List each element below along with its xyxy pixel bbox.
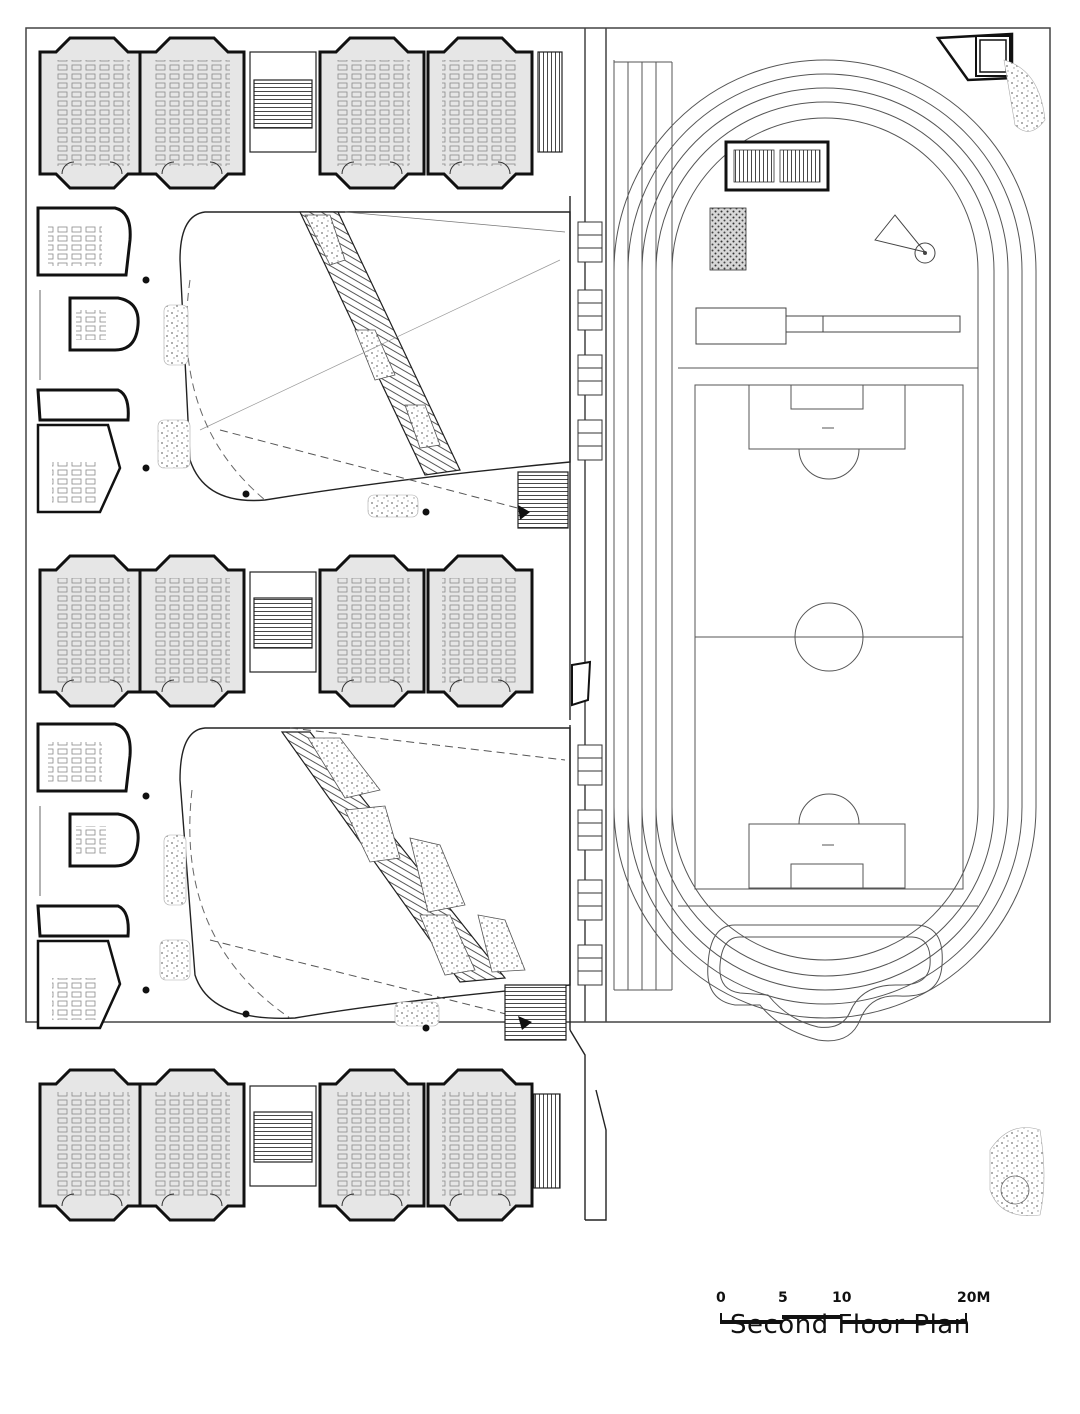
classroom-desks <box>442 60 518 166</box>
classroom-door <box>161 679 175 693</box>
classroom-door <box>449 679 463 693</box>
washroom-fixtures <box>76 826 106 856</box>
classroom-door <box>341 1193 355 1207</box>
running-track <box>613 59 1037 1019</box>
classroom <box>138 554 246 708</box>
classroom <box>38 36 146 190</box>
classroom-door <box>389 679 403 693</box>
classroom <box>318 554 426 708</box>
classroom <box>138 1068 246 1222</box>
washroom-fixtures <box>76 310 106 340</box>
toilet-stalls <box>48 226 102 266</box>
bleacher-step <box>577 289 603 331</box>
classroom <box>318 36 426 190</box>
classroom <box>38 1068 146 1222</box>
end-stairs <box>533 51 563 1189</box>
classroom-door <box>209 161 223 175</box>
classroom-door <box>341 679 355 693</box>
classroom-desks <box>154 1092 230 1198</box>
bleacher-step <box>577 879 603 921</box>
field-facilities <box>571 32 1046 1216</box>
classroom <box>426 554 534 708</box>
classroom <box>426 1068 534 1222</box>
classroom-desks <box>54 60 130 166</box>
scale-label-20m: 20M <box>957 1290 991 1306</box>
classroom-desks <box>334 1092 410 1198</box>
column <box>242 1010 250 1018</box>
bleacher-step <box>577 944 603 986</box>
classroom-door <box>161 1193 175 1207</box>
column <box>142 986 150 994</box>
classroom-door <box>209 679 223 693</box>
toilet-stalls <box>48 742 102 782</box>
classroom-blocks <box>38 36 534 1222</box>
classroom-door <box>109 679 123 693</box>
classroom-door <box>109 1193 123 1207</box>
bleacher-step <box>577 419 603 461</box>
bleacher-step <box>577 221 603 263</box>
office-desks <box>52 462 96 504</box>
scale-label-5: 5 <box>778 1290 788 1306</box>
classroom-door <box>389 1193 403 1207</box>
classroom-door <box>61 1193 75 1207</box>
classroom-door <box>161 161 175 175</box>
courtyard-east-edges <box>569 196 607 1221</box>
service-room-wall <box>36 388 130 422</box>
column <box>142 792 150 800</box>
classroom-door <box>449 161 463 175</box>
classroom-door <box>109 161 123 175</box>
office-desks <box>52 978 96 1020</box>
column <box>422 508 430 516</box>
classroom-door <box>341 161 355 175</box>
classroom-door <box>449 1193 463 1207</box>
classroom-door <box>209 1193 223 1207</box>
classroom-desks <box>334 578 410 684</box>
classroom-door <box>61 161 75 175</box>
classroom-door <box>497 1193 511 1207</box>
courtyard-lower <box>159 727 571 1041</box>
service-blocks <box>36 206 140 1030</box>
classroom <box>38 554 146 708</box>
scale-bar <box>720 1313 967 1324</box>
classroom-desks <box>54 1092 130 1198</box>
bleacher-step <box>577 744 603 786</box>
toilet-block <box>36 206 140 514</box>
column <box>422 1024 430 1032</box>
classroom <box>138 36 246 190</box>
bleacher-step <box>577 809 603 851</box>
classroom-desks <box>334 60 410 166</box>
stair-cores <box>249 51 317 1187</box>
classroom-desks <box>54 578 130 684</box>
classroom-door <box>61 679 75 693</box>
service-room-wall <box>36 904 130 938</box>
classroom-door <box>497 161 511 175</box>
classroom <box>318 1068 426 1222</box>
classroom-desks <box>442 1092 518 1198</box>
classroom-desks <box>154 60 230 166</box>
toilet-block <box>36 722 140 1030</box>
football-pitch <box>678 367 978 907</box>
classroom-desks <box>442 578 518 684</box>
bleachers <box>577 221 603 986</box>
column <box>142 464 150 472</box>
scale-label-0: 0 <box>716 1290 726 1306</box>
drawing-caption: Second Floor Plan <box>730 1310 971 1340</box>
structural-columns <box>142 276 430 1032</box>
column <box>242 490 250 498</box>
column <box>142 276 150 284</box>
classroom-door <box>497 679 511 693</box>
classroom-door <box>389 161 403 175</box>
classroom-desks <box>154 578 230 684</box>
bleacher-step <box>577 354 603 396</box>
courtyard-upper <box>157 211 571 529</box>
scale-label-10: 10 <box>832 1290 852 1306</box>
classroom <box>426 36 534 190</box>
